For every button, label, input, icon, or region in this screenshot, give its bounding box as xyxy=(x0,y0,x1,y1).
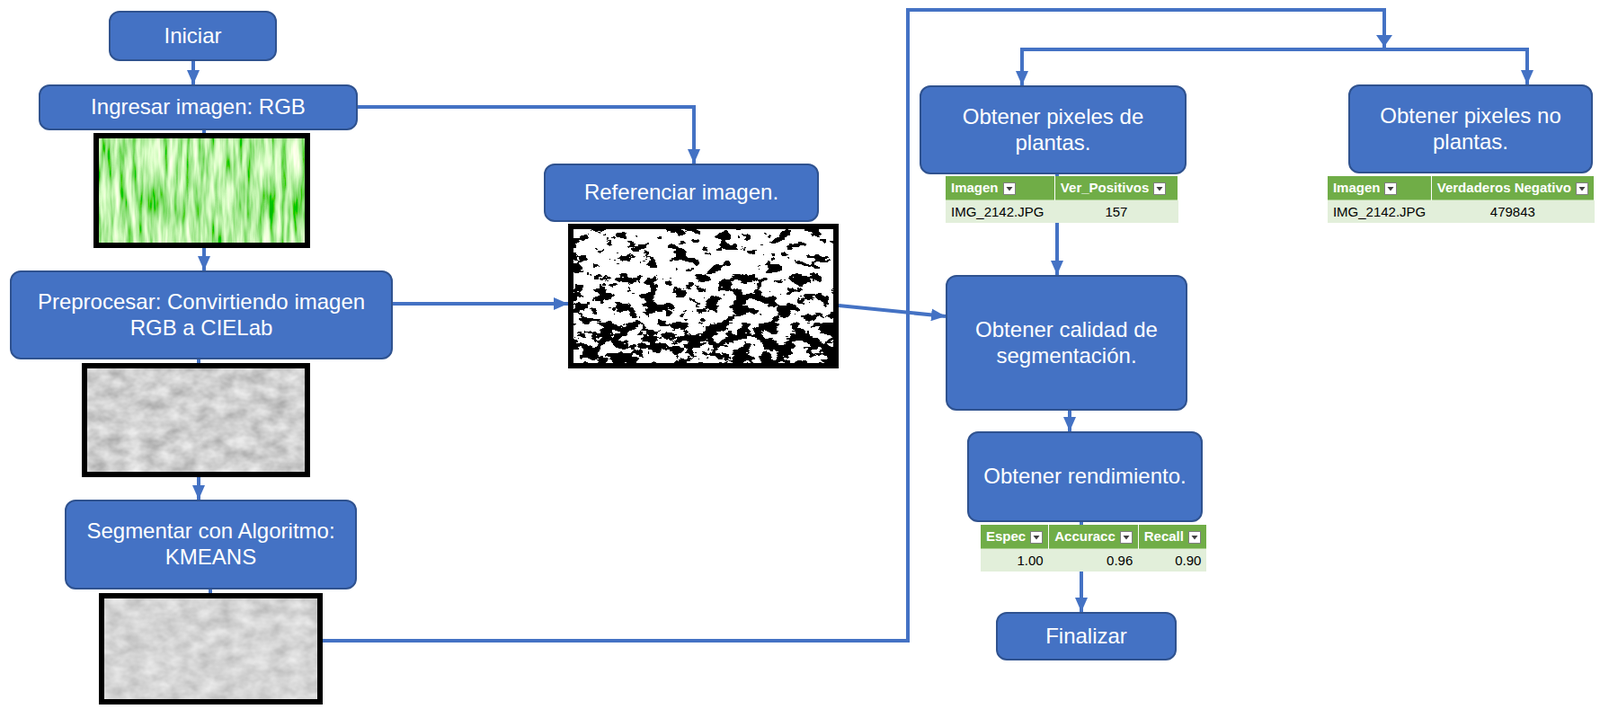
table-header-cell: Verdaderos Negativo xyxy=(1431,176,1594,200)
flow-arrow xyxy=(1067,410,1072,432)
node-text: Preprocesar: Convirtiendo imagen RGB a C… xyxy=(20,289,383,342)
process-box-face: Referenciar imagen. xyxy=(543,163,819,223)
flow-arrow xyxy=(191,61,196,85)
table-value: 0.96 xyxy=(1106,552,1133,569)
filter-dropdown-icon xyxy=(1120,531,1133,544)
table-value: 0.90 xyxy=(1174,552,1201,569)
kmeans-photo xyxy=(98,593,323,705)
process-box: Obtener pixeles de plantas. xyxy=(919,85,1187,175)
column-header: Imagen xyxy=(1333,179,1381,196)
table-value: IMG_2142.JPG xyxy=(951,204,1044,220)
result-table: Imagen Ver_PositivosIMG_2142.JPG 157 xyxy=(945,176,1179,223)
start-terminal: Iniciar xyxy=(108,10,277,62)
filter-dropdown-icon xyxy=(1188,531,1201,544)
flow-arrow xyxy=(357,106,694,164)
table-value: 157 xyxy=(1104,204,1128,220)
process-box: Obtener rendimiento. xyxy=(967,431,1203,523)
binary-mask-image xyxy=(568,223,839,369)
node-text: Obtener pixeles no plantas. xyxy=(1359,103,1583,156)
table-cell: 1.00 xyxy=(980,548,1049,572)
table-header-cell: Imagen xyxy=(1327,176,1432,200)
column-header: Verdaderos Negativo xyxy=(1437,179,1572,196)
column-header: Recall xyxy=(1144,528,1184,544)
filter-dropdown-icon xyxy=(1384,182,1397,196)
node-text: Obtener rendimiento. xyxy=(983,463,1186,490)
table-header-cell: Recall xyxy=(1137,524,1207,549)
node-text: Obtener pixeles de plantas. xyxy=(930,104,1176,157)
process-box: Preprocesar: Convirtiendo imagen RGB a C… xyxy=(9,270,393,360)
end-terminal: Finalizar xyxy=(995,612,1177,661)
table-header-cell: Imagen xyxy=(945,176,1055,200)
table-value: 1.00 xyxy=(1017,552,1044,569)
cielab-photo xyxy=(81,363,311,478)
process-box: Ingresar imagen: RGB xyxy=(38,84,358,131)
node-text: Ingresar imagen: RGB xyxy=(90,94,306,121)
flow-arrow xyxy=(838,305,946,317)
process-box: Obtener calidad de segmentación. xyxy=(945,275,1188,411)
result-table: Imagen Verdaderos NegativoIMG_2142.JPG 479… xyxy=(1327,176,1595,223)
process-box: Segmentar con Algoritmo: KMEANS xyxy=(64,499,357,590)
filter-dropdown-icon xyxy=(1153,182,1166,196)
node-text: Finalizar xyxy=(1045,623,1128,650)
table-header-cell: Espec xyxy=(980,524,1049,549)
result-table: Espec Accuracc Recall 1.00 0.96 0.90 xyxy=(980,524,1208,572)
table-cell: 0.90 xyxy=(1137,548,1207,572)
table-header-cell: Accuracc xyxy=(1048,524,1139,549)
column-header: Ver_Positivos xyxy=(1060,179,1149,196)
column-header: Accuracc xyxy=(1054,528,1116,544)
rgb-photo xyxy=(93,133,311,249)
node-text: Iniciar xyxy=(163,23,222,50)
table-value: IMG_2142.JPG xyxy=(1333,204,1426,220)
filter-dropdown-icon xyxy=(1030,531,1043,544)
node-text: Referenciar imagen. xyxy=(584,179,779,206)
process-box: Referenciar imagen. xyxy=(543,163,839,369)
flow-arrow xyxy=(210,9,1528,641)
table-cell: IMG_2142.JPG xyxy=(945,199,1055,223)
column-header: Espec xyxy=(986,528,1026,544)
process-box: Obtener pixeles no plantas. xyxy=(1348,84,1593,174)
filter-dropdown-icon xyxy=(1575,182,1589,196)
column-header: Imagen xyxy=(951,179,999,196)
table-cell: 157 xyxy=(1054,199,1178,223)
table-cell: 0.96 xyxy=(1048,548,1139,572)
table-cell: 479843 xyxy=(1431,199,1594,223)
node-text: Segmentar con Algoritmo: KMEANS xyxy=(75,518,347,571)
table-header-cell: Ver_Positivos xyxy=(1054,176,1178,200)
filter-dropdown-icon xyxy=(1003,182,1016,196)
flow-arrow xyxy=(392,302,569,306)
table-value: 479843 xyxy=(1490,204,1536,220)
table-cell: IMG_2142.JPG xyxy=(1327,199,1432,223)
arrowhead xyxy=(1376,35,1393,47)
node-text: Obtener calidad de segmentación. xyxy=(956,317,1177,370)
